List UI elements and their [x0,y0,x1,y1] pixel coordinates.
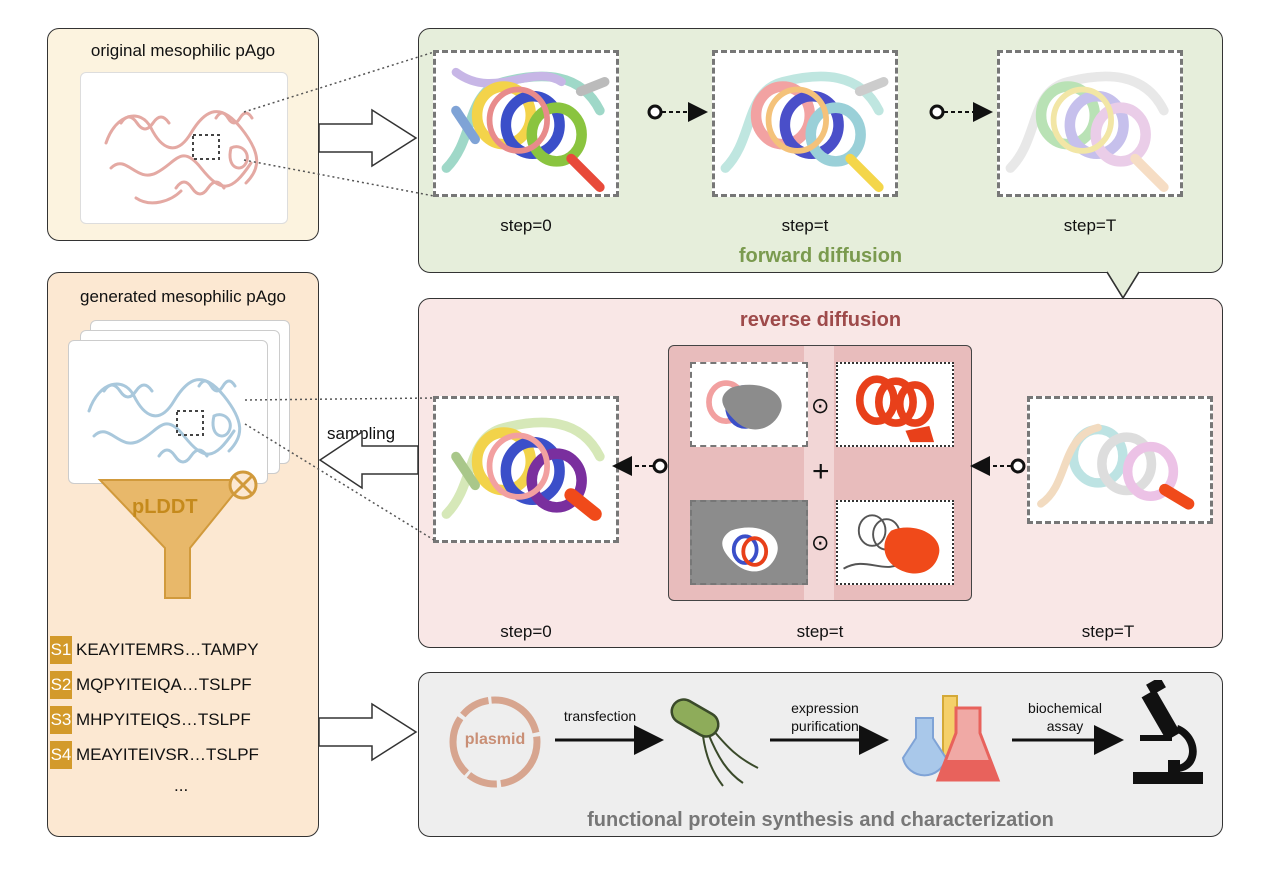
sequence-text: MHPYITEIQS…TSLPF [76,710,251,729]
big-arrow-right-top [318,108,418,168]
microscope-icon [1133,680,1203,784]
plasmid-label: plasmid [464,731,526,748]
odot-operator-bottom: ⊙ [811,530,830,555]
biochemical-label: biochemical [1028,700,1102,716]
original-protein-image [80,72,288,224]
reverse-step-T-image [1027,396,1213,524]
reverse-context-structure-image [690,500,808,585]
big-arrow-right-bottom [318,702,418,762]
sequence-text: MEAYITEIVSR…TSLPF [76,745,259,764]
sequence-text: KEAYITEMRS…TAMPY [76,640,259,659]
sequence-tag: S1 [50,636,72,664]
synthesis-panel: functional protein synthesis and charact… [418,672,1223,837]
transfection-label: transfection [563,708,637,724]
reverse-step-T-label: step=T [1081,622,1135,641]
plddt-label: pLDDT [132,496,198,518]
generated-pago-title: generated mesophilic pAgo [79,287,287,306]
original-pago-title: original mesophilic pAgo [90,41,276,60]
reverse-step-0-image [433,396,619,543]
sequence-tag: S2 [50,671,72,699]
forward-step-0-label: step=0 [500,216,552,235]
forward-step-0-image [433,50,619,197]
assay-label: assay [1046,718,1084,734]
reverse-filled-region-image [836,500,954,585]
reverse-diffusion-title: reverse diffusion [739,309,902,331]
original-pago-panel: original mesophilic pAgo [47,28,319,241]
forward-step-T-image [997,50,1183,197]
bacterium-icon [670,698,759,787]
reverse-predicted-region-image [836,362,954,447]
sampling-label: sampling [327,424,396,443]
forward-diffusion-title: forward diffusion [738,245,903,267]
sequence-tag: S3 [50,706,72,734]
plddt-funnel-icon [97,470,258,599]
expression-label: expression [791,700,859,716]
plasmid-icon [449,696,541,788]
odot-operator-top: ⊙ [811,393,830,418]
lab-flask-icon [901,695,1001,782]
reverse-step-t-label: step=t [796,622,844,641]
reverse-masked-structure-image [690,362,808,447]
generated-protein-image [68,340,268,484]
synthesis-title: functional protein synthesis and charact… [587,809,1054,831]
forward-step-t-label: step=t [781,216,829,235]
plus-operator: + [812,455,830,488]
callout-pointer [1106,271,1140,300]
purification-label: purification [791,718,859,734]
forward-step-T-label: step=T [1063,216,1117,235]
reverse-step-0-label: step=0 [500,622,552,641]
sequence-tag: S4 [50,741,72,769]
sequence-ellipsis: ... [174,776,189,795]
sequence-text: MQPYITEIQA…TSLPF [76,675,252,694]
forward-step-t-image [712,50,898,197]
